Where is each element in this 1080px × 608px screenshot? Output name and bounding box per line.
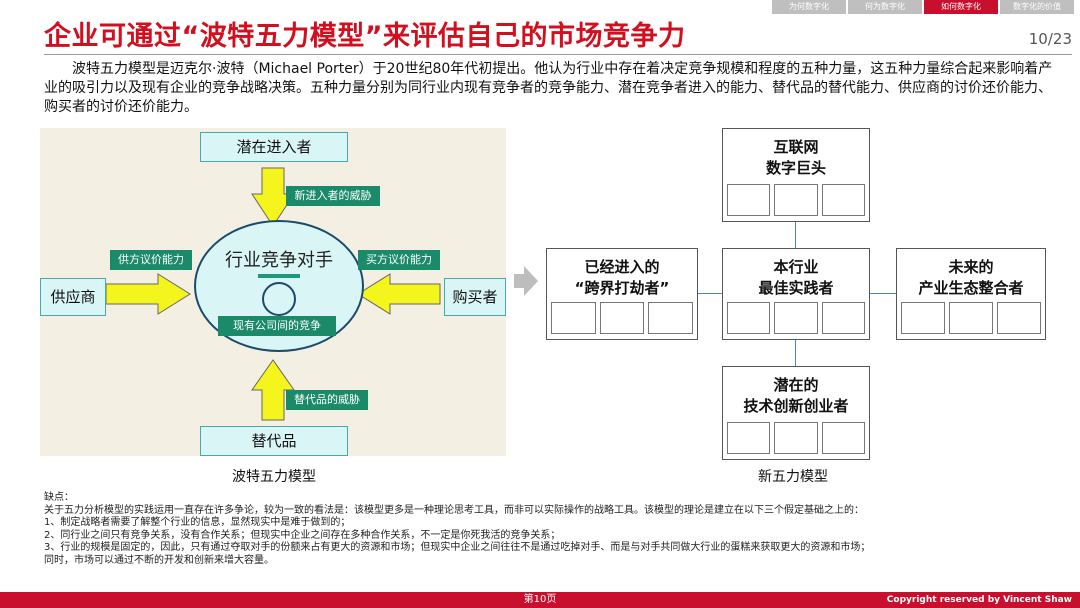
notes-line: 同时，市场可以通过不断的开发和创新来增大容量。 bbox=[44, 554, 274, 566]
placeholder-cell bbox=[949, 302, 993, 334]
porter-arrows bbox=[105, 167, 441, 421]
porter-center-sub: 现有公司间的竞争 bbox=[218, 316, 336, 336]
arrow-right-icon bbox=[105, 273, 191, 315]
porter-center-oval: 行业竞争对手 现有公司间的竞争 bbox=[194, 220, 364, 352]
notes-line: 关于五力分析模型的实践运用一直存在许多争论，较为一致的看法是：该模型更多是一种理… bbox=[44, 504, 864, 516]
placeholder-cell bbox=[551, 302, 596, 334]
notes-line: 1、制定战略者需要了解整个行业的信息，显然现实中是难于做到的； bbox=[44, 517, 351, 529]
porter-center-title: 行业竞争对手 bbox=[225, 250, 333, 271]
page-title: 企业可通过“波特五力模型”来评估自己的市场竞争力 bbox=[44, 21, 686, 52]
footer-page-number: 第10页 bbox=[523, 594, 557, 605]
notes-section: 缺点： 关于五力分析模型的实践运用一直存在许多争论，较为一致的看法是：该模型更多… bbox=[44, 492, 1074, 568]
notes-heading: 缺点： bbox=[44, 492, 74, 503]
footer-bar: 第10页 Copyright reserved by Vincent Shaw bbox=[0, 592, 1080, 608]
porter-caption: 波特五力模型 bbox=[232, 469, 316, 485]
connector-bottom bbox=[795, 340, 796, 366]
new-model-left-title: 已经进入的 “跨界打劫者” bbox=[574, 258, 670, 297]
tab-value-digital[interactable]: 数字化的价值 bbox=[1000, 0, 1074, 14]
new-model-left-box: 已经进入的 “跨界打劫者” bbox=[546, 248, 698, 340]
new-model-right-box: 未来的 产业生态整合者 bbox=[896, 248, 1046, 340]
placeholder-cell bbox=[727, 184, 771, 216]
new-model-left-cells bbox=[551, 302, 694, 334]
porter-label-bottom: 替代品的威胁 bbox=[286, 390, 368, 410]
placeholder-cell bbox=[648, 302, 694, 334]
porter-right-label: 购买者 bbox=[452, 288, 498, 306]
porter-left-label: 供应商 bbox=[50, 288, 96, 306]
new-model-center-title: 本行业 最佳实践者 bbox=[758, 258, 834, 297]
cycle-icon bbox=[262, 282, 296, 316]
page-indicator: 10/23 bbox=[1028, 30, 1072, 48]
porter-top-label: 潜在进入者 bbox=[236, 138, 312, 156]
tab-what-digital[interactable]: 何为数字化 bbox=[848, 0, 922, 14]
notes-line: 3、行业的规模是固定的，因此，只有通过夺取对手的份额来占有更大的资源和市场；但现… bbox=[44, 542, 871, 554]
connector-top bbox=[795, 222, 796, 248]
intro-paragraph: 波特五力模型是迈克尔·波特（Michael Porter）于20世纪80年代初提… bbox=[44, 60, 1054, 117]
placeholder-cell bbox=[997, 302, 1041, 334]
tab-why-digital[interactable]: 为何数字化 bbox=[772, 0, 846, 14]
tab-how-digital[interactable]: 如何数字化 bbox=[924, 0, 998, 14]
placeholder-cell bbox=[901, 302, 945, 334]
porter-top-box: 潜在进入者 bbox=[200, 132, 348, 162]
notes-line: 2、同行业之间只有竞争关系，没有合作关系；但现实中企业之间存在多种合作关系，不一… bbox=[44, 529, 561, 541]
placeholder-cell bbox=[821, 184, 865, 216]
porter-label-top: 新进入者的威胁 bbox=[286, 186, 380, 206]
placeholder-cell bbox=[727, 302, 771, 334]
porter-bottom-box: 替代品 bbox=[200, 426, 348, 456]
new-model-bottom-title: 潜在的 技术创新创业者 bbox=[743, 376, 849, 415]
placeholder-cell bbox=[774, 422, 818, 454]
chevron-right-icon bbox=[514, 266, 538, 296]
new-model-center-cells bbox=[727, 302, 865, 334]
porter-left-box: 供应商 bbox=[40, 278, 106, 316]
porter-bottom-label: 替代品 bbox=[251, 432, 297, 450]
placeholder-cell bbox=[599, 302, 645, 334]
placeholder-cell bbox=[774, 184, 818, 216]
porter-right-box: 购买者 bbox=[444, 278, 506, 316]
placeholder-cell bbox=[821, 302, 865, 334]
arrow-up-icon bbox=[251, 359, 295, 421]
title-divider bbox=[44, 54, 1072, 55]
placeholder-cell bbox=[774, 302, 818, 334]
new-model-center-box: 本行业 最佳实践者 bbox=[722, 248, 870, 340]
arrow-down-icon bbox=[251, 167, 295, 227]
top-nav: 为何数字化 何为数字化 如何数字化 数字化的价值 bbox=[772, 0, 1074, 14]
new-model-top-cells bbox=[727, 184, 865, 216]
new-model-right-title: 未来的 产业生态整合者 bbox=[918, 258, 1024, 297]
placeholder-cell bbox=[821, 422, 865, 454]
porter-center-underline bbox=[258, 274, 300, 278]
new-model-bottom-cells bbox=[727, 422, 865, 454]
connector-left bbox=[698, 293, 724, 294]
new-model-right-cells bbox=[901, 302, 1041, 334]
connector-right bbox=[870, 293, 896, 294]
intro-text: 波特五力模型是迈克尔·波特（Michael Porter）于20世纪80年代初提… bbox=[44, 61, 1053, 115]
arrow-left-icon bbox=[357, 273, 441, 315]
new-model-caption: 新五力模型 bbox=[758, 469, 828, 485]
new-model-top-box: 互联网 数字巨头 bbox=[722, 128, 870, 222]
porter-label-left: 供方议价能力 bbox=[110, 250, 192, 270]
new-model-bottom-box: 潜在的 技术创新创业者 bbox=[722, 366, 870, 460]
porter-five-forces-diagram: 潜在进入者 新进入者的威胁 行业竞争对手 现有公司间的竞争 供应商 供方议价能力… bbox=[40, 128, 506, 456]
new-model-top-title: 互联网 数字巨头 bbox=[765, 138, 826, 177]
porter-label-right: 买方议价能力 bbox=[358, 250, 440, 270]
placeholder-cell bbox=[727, 422, 771, 454]
footer-copyright: Copyright reserved by Vincent Shaw bbox=[886, 595, 1072, 605]
